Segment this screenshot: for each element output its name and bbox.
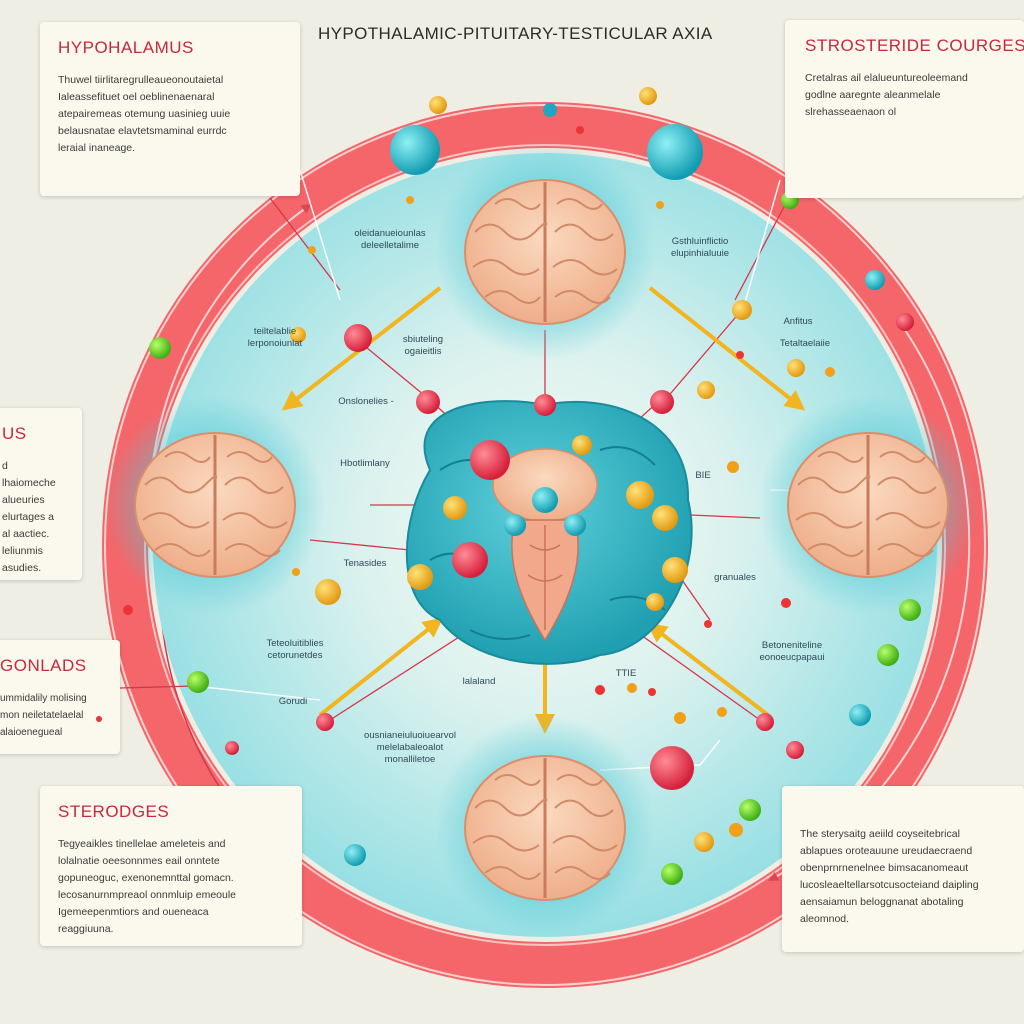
- card-sterodges-title: STERODGES: [58, 802, 170, 821]
- label-tenas: Tenasides: [343, 558, 387, 569]
- label-low-left: Teteoluitiblies cetorunetdes: [266, 638, 324, 661]
- label-mid-a: sbiuteling ogaieitlis: [402, 334, 444, 357]
- card-us-title: US: [2, 424, 27, 443]
- card-gonads-marker: [96, 716, 102, 722]
- label-bie: BIE: [695, 470, 711, 481]
- label-laland: lalaland: [462, 676, 496, 687]
- brain-left: [133, 431, 297, 579]
- card-gonads: GONLADS ummidalily molising mon neiletat…: [0, 640, 120, 754]
- label-gorudi: Gorudi: [278, 696, 308, 707]
- card-steroid-info-body: The sterysaitg aeiild coyseitebrical abl…: [800, 828, 979, 925]
- label-low-right: Betoneniteline eonoeucpapaui: [759, 640, 825, 663]
- label-left-b: Onslonelies -: [338, 396, 394, 407]
- pituitary-gland: [405, 400, 693, 665]
- brain-right: [786, 431, 950, 579]
- label-bottom-center: ousnianeiuluoiuearvol melelabaleoalot mo…: [364, 730, 456, 765]
- label-granules: granuales: [714, 572, 756, 583]
- brain-bottom: [463, 754, 627, 902]
- card-steroid-body: Cretalras ail elalueuntureoleemand godln…: [805, 72, 968, 118]
- card-sterodges-body: Tegyeaikles tinellelae ameleteis and lol…: [58, 838, 237, 935]
- card-gonads-title: GONLADS: [0, 656, 87, 675]
- label-right-a: Anfitus: [783, 316, 813, 327]
- card-us-body: d lhaiomeche alueuries elurtages a al aa…: [2, 460, 56, 574]
- card-hypothalamus: HYPOHALAMUS Thuwel tiirlitaregrulleaueon…: [40, 22, 300, 196]
- label-right-b: Tetaltaelaiie: [779, 338, 831, 349]
- card-gonads-body: ummidalily molising mon neiletatelaelal …: [0, 693, 87, 738]
- molecule-spheres: [149, 87, 921, 885]
- card-us: US d lhaiomeche alueuries elurtages a al…: [0, 408, 82, 580]
- label-left-a: teiltelablie lerponoiunlat: [247, 326, 303, 349]
- label-upper-right: Gsthluinflictio elupinhialuuie: [670, 236, 730, 259]
- label-upper-left: oleidanueiounlas deleelletalime: [354, 228, 426, 251]
- card-steroid-courges: STROSTERIDE COURGES Cretalras ail elalue…: [785, 20, 1024, 198]
- label-tte: TTIE: [615, 668, 637, 679]
- card-steroid-title: STROSTERIDE COURGES: [805, 36, 1024, 55]
- brain-top: [463, 178, 627, 326]
- label-hypo: Hbotlimlany: [340, 458, 390, 469]
- small-particles: [123, 103, 835, 837]
- card-steroid-info: The sterysaitg aeiild coyseitebrical abl…: [782, 786, 1024, 952]
- card-hypothalamus-title: HYPOHALAMUS: [58, 38, 194, 57]
- diagram-title: HYPOTHALAMIC-PITUITARY-TESTICULAR AXIA: [318, 24, 713, 43]
- card-sterodges: STERODGES Tegyeaikles tinellelae amelete…: [40, 786, 302, 946]
- card-hypothalamus-body: Thuwel tiirlitaregrulleaueonoutaietal Ia…: [58, 74, 231, 154]
